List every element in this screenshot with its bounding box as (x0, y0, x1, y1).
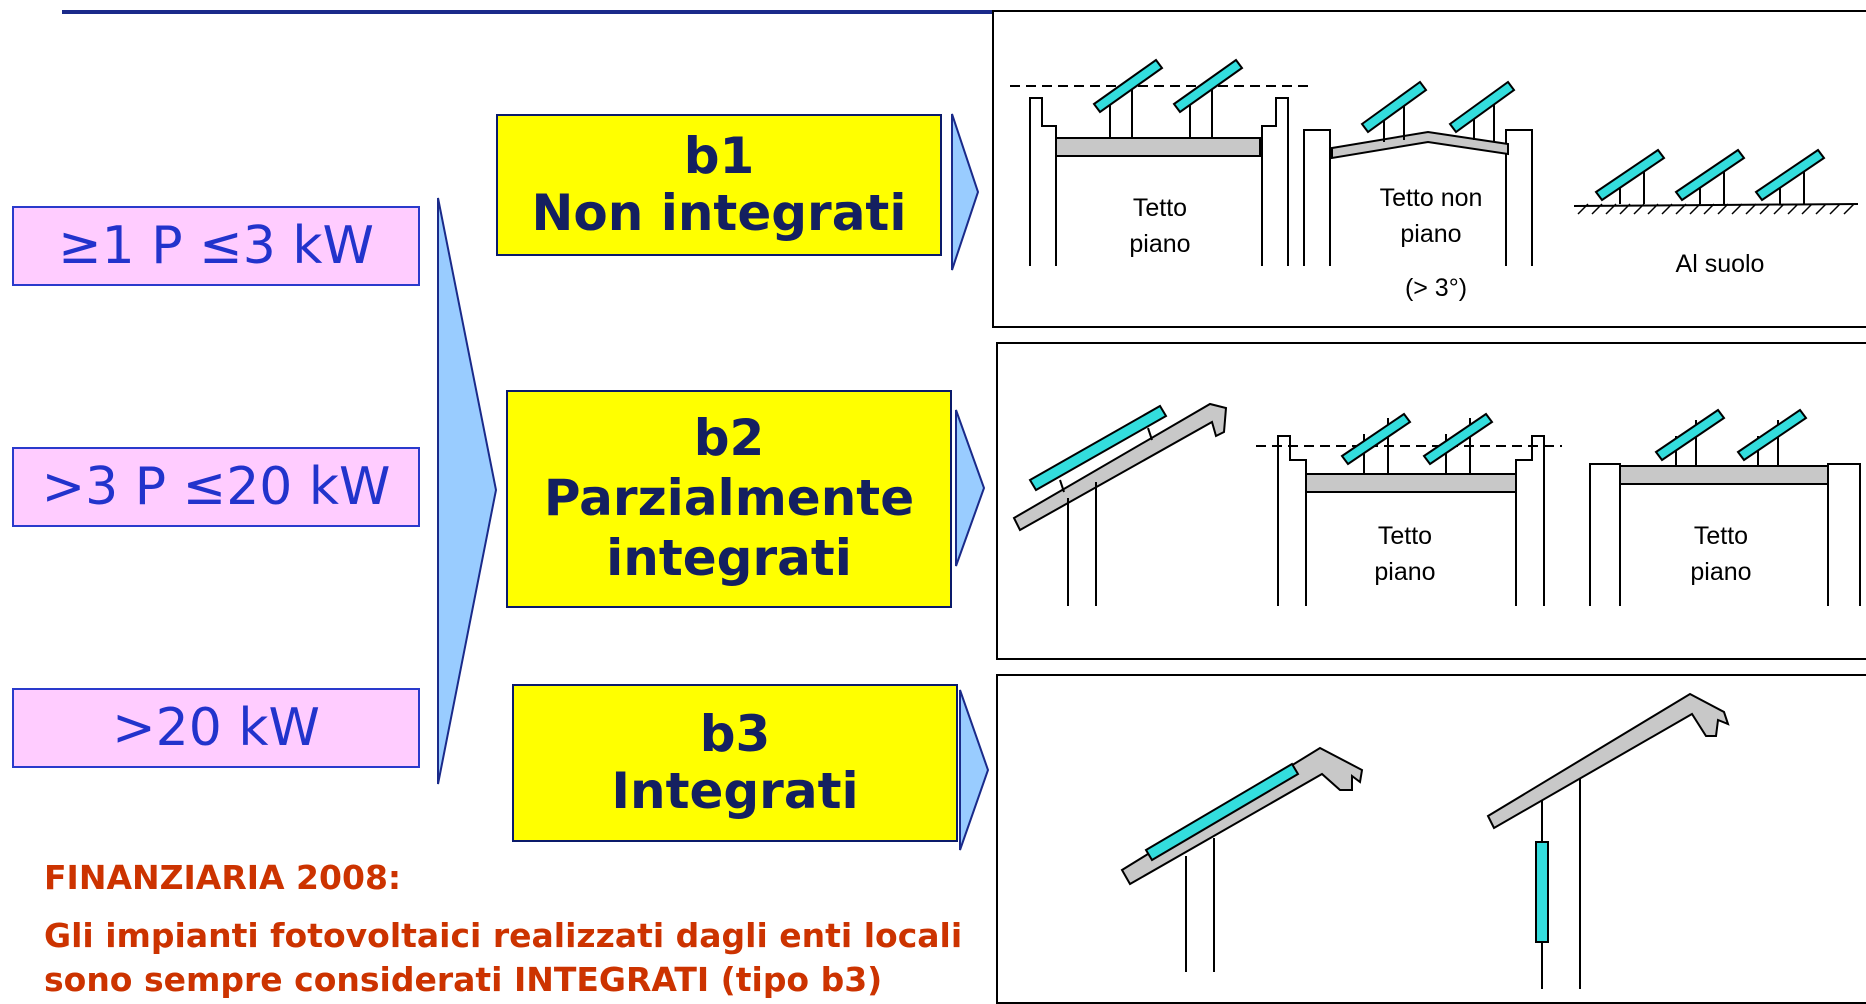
panel-b3 (996, 674, 1866, 1004)
panel-b2 (996, 342, 1866, 660)
power-range-3-label: >20 kW (112, 698, 320, 758)
panel2-drawing (1012, 402, 1861, 606)
arrow-b3 (959, 689, 990, 851)
label-al-suolo-text: Al suolo (1675, 250, 1765, 278)
power-range-2: >3 P ≤20 kW (12, 447, 420, 527)
category-b1: b1 Non integrati (496, 114, 942, 256)
power-range-1-label: ≥1 P ≤3 kW (58, 216, 374, 276)
grouping-arrow (437, 197, 498, 785)
note-line2: sono sempre considerati INTEGRATI (tipo … (44, 960, 883, 999)
note-line1: Gli impianti fotovoltaici realizzati dag… (44, 916, 963, 955)
power-range-3: >20 kW (12, 688, 420, 768)
category-b1-name: Non integrati (531, 184, 907, 242)
category-b2: b2 Parzialmente integrati (506, 390, 952, 608)
label-slope-note-text: (> 3°) (1404, 274, 1468, 302)
power-range-2-label: >3 P ≤20 kW (41, 457, 391, 517)
category-b2-code: b2 (693, 409, 765, 468)
label-al-suolo: Al suolo (1640, 250, 1800, 279)
category-b2-name: Parzialmente integrati (543, 468, 915, 587)
arrow-b1 (951, 113, 980, 271)
label-slope-note: (> 3°) (1386, 274, 1486, 303)
title-underline (62, 0, 1132, 14)
category-b3: b3 Integrati (512, 684, 958, 842)
note-heading: FINANZIARIA 2008: (44, 858, 402, 897)
panel1-drawing (1010, 58, 1859, 266)
category-b3-name: Integrati (611, 762, 859, 820)
arrow-b2 (955, 409, 986, 567)
category-b1-code: b1 (683, 126, 755, 185)
power-range-1: ≥1 P ≤3 kW (12, 206, 420, 286)
panel3-drawing (1120, 692, 1730, 989)
category-b3-code: b3 (699, 704, 771, 763)
